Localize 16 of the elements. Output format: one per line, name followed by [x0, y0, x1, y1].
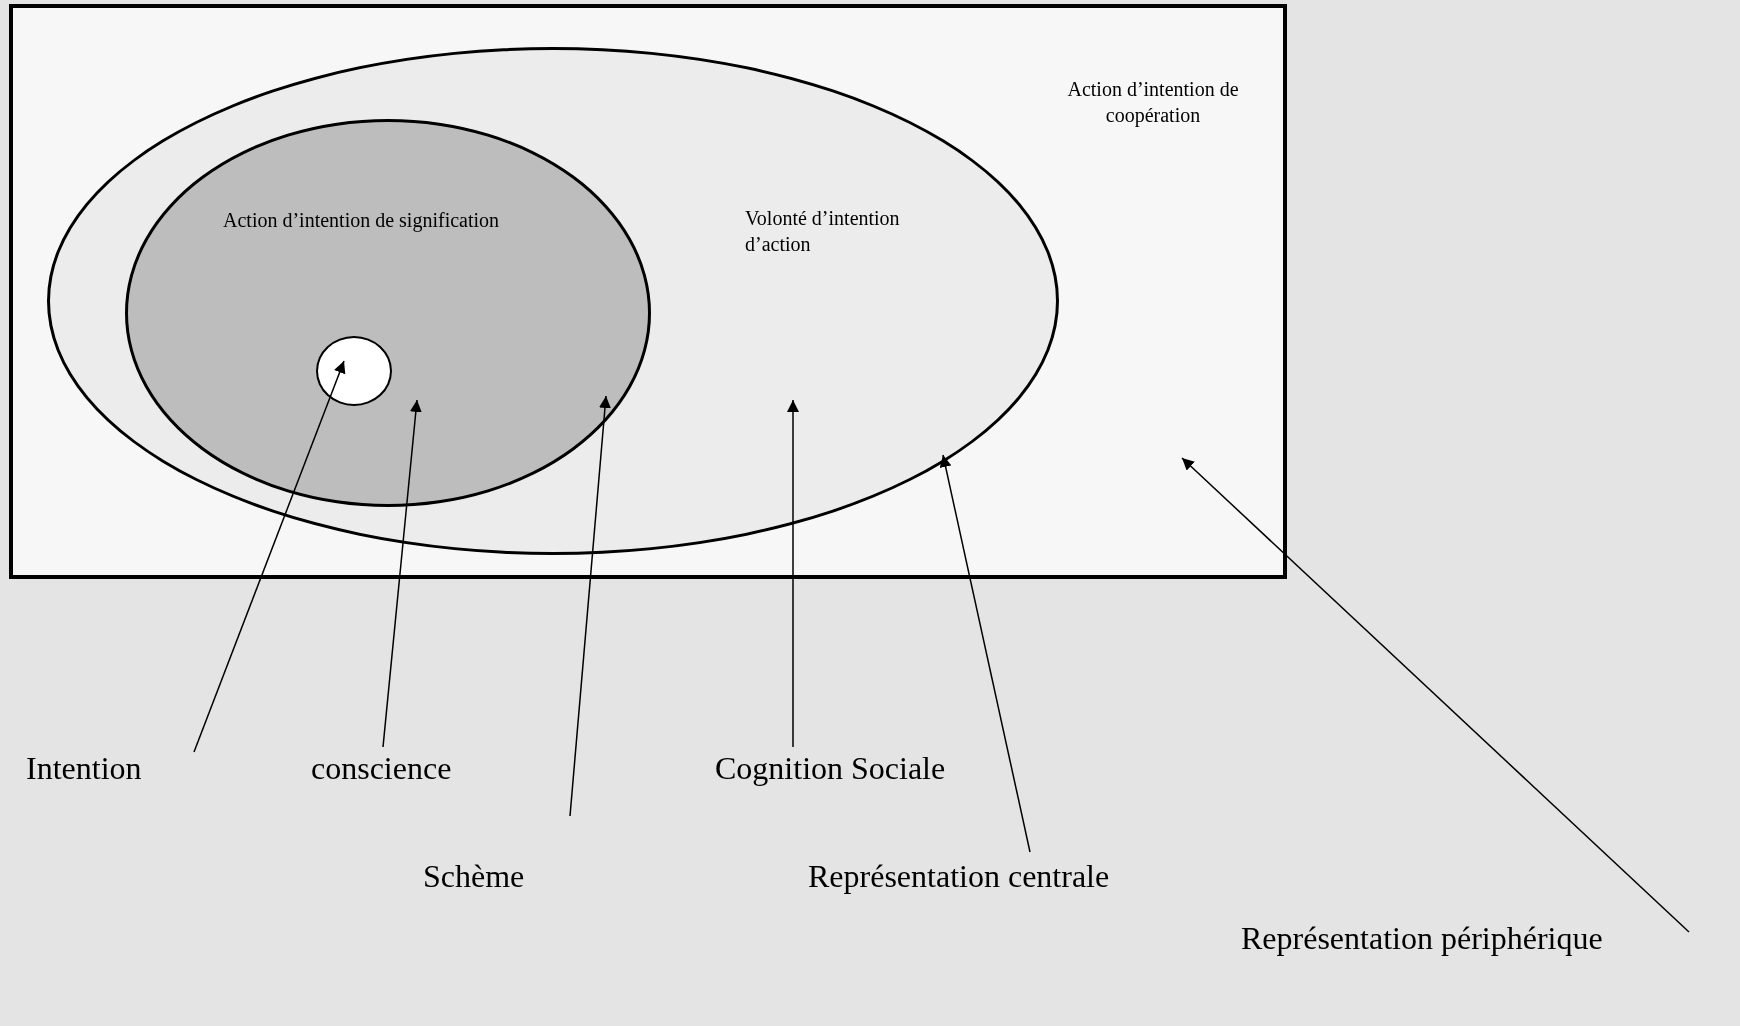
callout-label: Schème: [423, 856, 525, 898]
leader-line: [193, 360, 346, 753]
callout-label: conscience: [311, 748, 452, 790]
callout-label: Intention: [26, 748, 142, 790]
leader-line: [1181, 457, 1690, 933]
leader-line: [939, 454, 1031, 853]
callout-label: Représentation centrale: [808, 856, 1110, 898]
leader-line: [787, 399, 799, 748]
callout-label: Cognition Sociale: [715, 748, 946, 790]
leader-line: [382, 399, 422, 748]
leader-line: [569, 395, 611, 817]
region-label: Action d’intention de coopération: [1066, 77, 1240, 128]
frame-box: [9, 4, 1287, 579]
region-label: Volonté d’intention d’action: [745, 206, 901, 257]
region-label: Action d’intention de signification: [223, 208, 501, 233]
callout-label: Représentation périphérique: [1241, 918, 1603, 960]
